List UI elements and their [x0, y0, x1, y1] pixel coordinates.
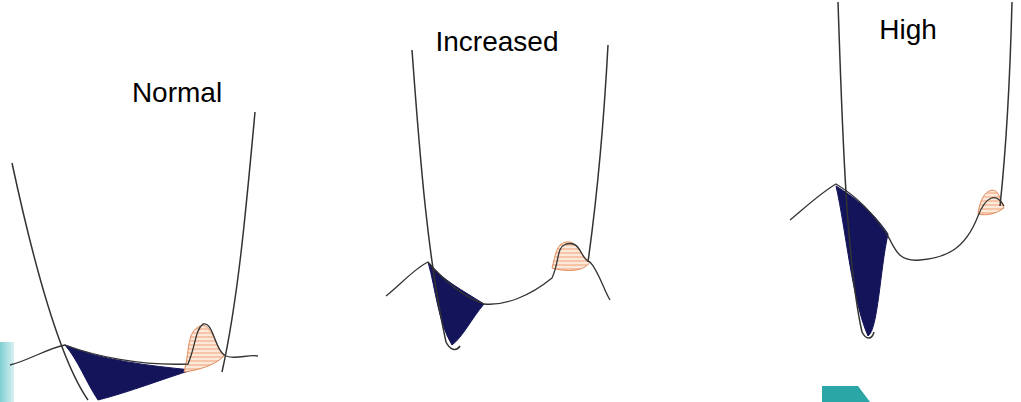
- increased-well: [386, 45, 610, 349]
- level-label: Increased: [436, 27, 559, 58]
- high-well: [790, 2, 1012, 338]
- level-label: Normal: [132, 78, 222, 109]
- level-label: High: [879, 15, 937, 46]
- normal-well: [10, 112, 258, 400]
- teal-bar: [0, 342, 14, 402]
- teal-arrow: [822, 386, 870, 402]
